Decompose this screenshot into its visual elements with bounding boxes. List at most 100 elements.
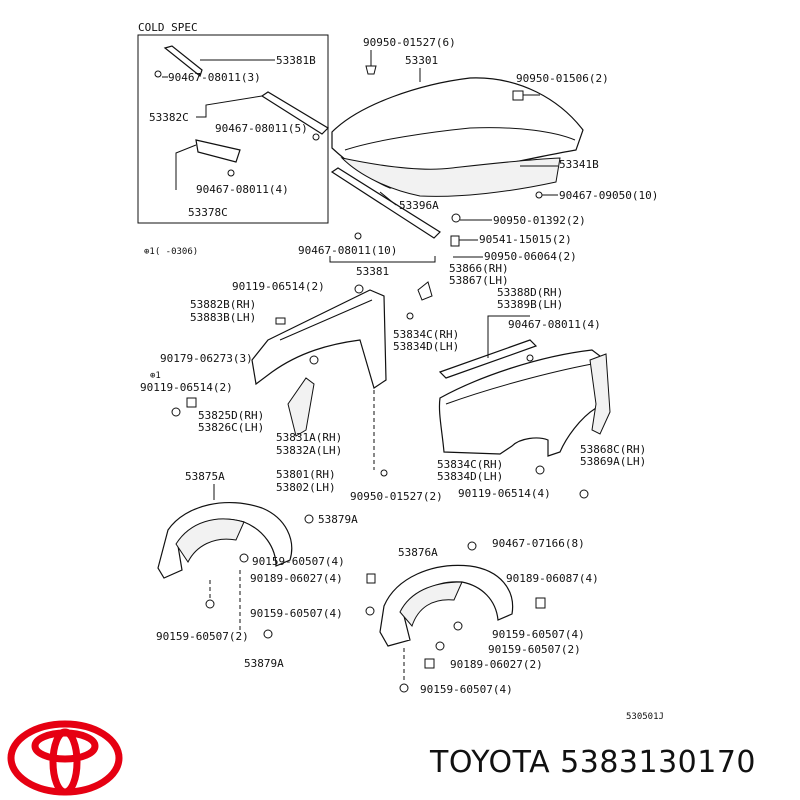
leader-53382c [196, 95, 263, 118]
fender-outer-53801 [438, 349, 601, 457]
label-53382c: 53382C [149, 111, 189, 124]
label-90950-01527-6: 90950-01527(6) [363, 36, 456, 49]
label-90119-06514-2a: 90119-06514(2) [232, 280, 325, 293]
fender-bracket-53831a [287, 377, 315, 437]
brand-part-number: TOYOTA 5383130170 [430, 745, 757, 780]
cushion-icon [380, 469, 388, 477]
cold-spec-inset-frame [137, 34, 329, 224]
clip-icon [354, 232, 362, 240]
clip-icon [526, 354, 534, 362]
label-53388d-rh: 53388D(RH) [497, 286, 563, 299]
clip-icon [263, 629, 273, 639]
bolt-icon [354, 284, 364, 294]
toyota-logo-icon [7, 720, 123, 796]
label-53801-rh: 53801(RH) [276, 468, 336, 481]
label-90189-06027-4a: 90189-06027(4) [250, 572, 343, 585]
label-90950-06064-2: 90950-06064(2) [484, 250, 577, 263]
label-90119-06514-4: 90119-06514(4) [458, 487, 551, 500]
label-53868c-rh: 53868C(RH) [580, 443, 646, 456]
label-90119-06514-2b: 90119-06514(2) [140, 381, 233, 394]
label-53834c-rh-b: 53834C(RH) [437, 458, 503, 471]
leader-53378c [175, 144, 197, 190]
label-90159-60507-4c: 90159-60507(4) [492, 628, 585, 641]
fender-liner-53868c [589, 353, 611, 435]
fender-inner-53801 [251, 289, 387, 389]
cushion-icon [450, 235, 460, 247]
seal-53381b [163, 45, 203, 78]
cushion-icon [365, 65, 377, 75]
label-90159-60507-4d: 90159-60507(4) [420, 683, 513, 696]
label-90950-01527-2: 90950-01527(2) [350, 490, 443, 503]
clip-icon [312, 133, 320, 141]
clip-icon [227, 169, 235, 177]
label-53879a-a: 53879A [318, 513, 358, 526]
label-53381: 53381 [356, 265, 389, 278]
label-90159-60507-2b: 90159-60507(2) [156, 630, 249, 643]
fender-character-line [445, 363, 593, 405]
label-53834d-lh-b: 53834D(LH) [437, 470, 503, 483]
seal-53388d [438, 339, 538, 379]
bracket-53378c [195, 139, 241, 163]
fender-edge [279, 299, 373, 341]
screw-icon [435, 641, 445, 651]
label-90467-09050-10: 90467-09050(10) [559, 189, 658, 202]
screw-icon [453, 621, 463, 631]
label-90467-08011-10: 90467-08011(10) [298, 244, 397, 257]
note-mark: ⊕1 [150, 371, 161, 381]
seal-53382c [260, 91, 329, 135]
label-53826c-lh: 53826C(LH) [198, 421, 264, 434]
bolt-icon [171, 407, 181, 417]
seal-53381 [330, 167, 441, 239]
bracket-53381 [329, 256, 436, 263]
label-53389b-lh: 53389B(LH) [497, 298, 563, 311]
leader-53396a [379, 191, 397, 206]
screw-icon [239, 553, 249, 563]
clip-icon [186, 397, 197, 408]
clip-icon [417, 281, 433, 301]
label-53378c: 53378C [188, 206, 228, 219]
clip-icon [535, 465, 545, 475]
exploded-parts-diagram: COLD SPEC 53381B 90467-08011(3) 53382C 9… [137, 21, 664, 720]
label-90467-08011-4a: 90467-08011(4) [196, 183, 289, 196]
label-53869a-lh: 53869A(LH) [580, 455, 646, 468]
label-90189-06087-4: 90189-06087(4) [506, 572, 599, 585]
nut-icon [424, 658, 435, 669]
bumper-icon [512, 90, 524, 101]
label-53396a: 53396A [399, 199, 439, 212]
label-90467-08011-5: 90467-08011(5) [215, 122, 308, 135]
note-range: ⊕1( -0306) [144, 247, 198, 257]
screw-icon [205, 599, 215, 609]
label-53341b: 53341B [559, 158, 599, 171]
label-53867-lh: 53867(LH) [449, 274, 509, 287]
inset-title: COLD SPEC [138, 21, 198, 34]
label-53834d-lh-a: 53834D(LH) [393, 340, 459, 353]
label-53832a-lh: 53832A(LH) [276, 444, 342, 457]
label-53381b: 53381B [276, 54, 316, 67]
drawing-code: 530501J [626, 712, 664, 720]
cushion-icon [275, 317, 286, 325]
label-90541-15015-2: 90541-15015(2) [479, 233, 572, 246]
clip-icon [406, 312, 414, 320]
liner-inner-rib [175, 518, 245, 563]
label-53831a-rh: 53831A(RH) [276, 431, 342, 444]
nut-icon [366, 573, 376, 584]
label-90159-60507-4b: 90159-60507(4) [250, 607, 343, 620]
bolt-icon [579, 489, 589, 499]
label-90950-01506-2: 90950-01506(2) [516, 72, 609, 85]
label-53825d-rh: 53825D(RH) [198, 409, 264, 422]
clip-icon [154, 70, 162, 78]
bolt-icon [535, 191, 543, 199]
screw-icon [399, 683, 409, 693]
cushion-icon [451, 213, 461, 223]
label-90159-60507-4a: 90159-60507(4) [252, 555, 345, 568]
nut-icon [309, 355, 319, 365]
clip-icon [304, 514, 314, 524]
label-53876a: 53876A [398, 546, 438, 559]
hood-crease [344, 127, 576, 151]
hood-inner-panel-53341b [340, 157, 561, 197]
leader-53388d [487, 315, 530, 358]
label-53834c-rh-a: 53834C(RH) [393, 328, 459, 341]
label-53802-lh: 53802(LH) [276, 481, 336, 494]
label-53301: 53301 [405, 54, 438, 67]
